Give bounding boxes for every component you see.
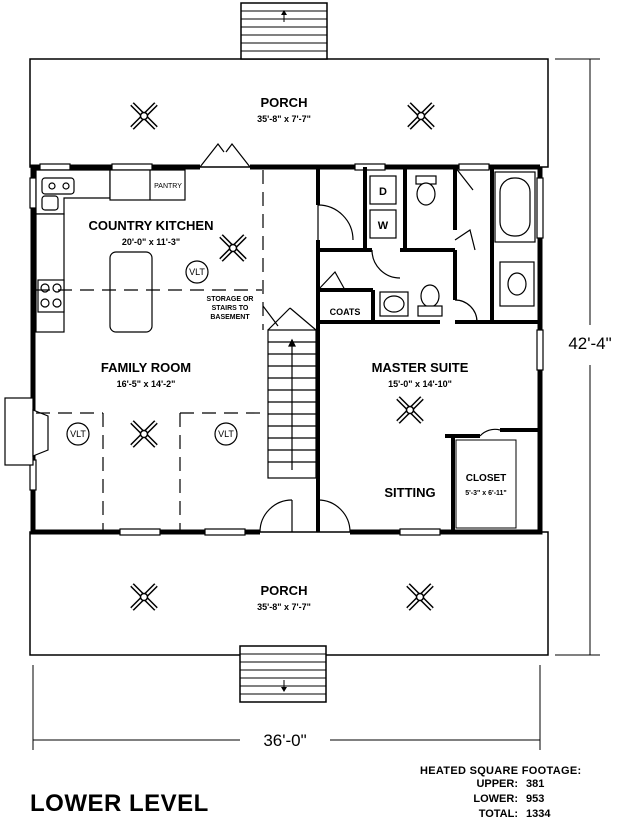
vlt-icon: VLT [214, 422, 238, 446]
footage-row: LOWER: 953 [462, 792, 620, 807]
fan-icon [398, 398, 422, 422]
interior-walls [316, 167, 540, 532]
vlt-label: VLT [189, 267, 205, 277]
fan-icon [409, 104, 433, 128]
pantry-label: PANTRY [154, 183, 182, 190]
width-dimension-label: 36'-0" [263, 731, 306, 750]
toilet-lower [417, 284, 443, 317]
sitting-name: SITTING [384, 485, 435, 500]
fan-icon [132, 422, 156, 446]
fan-icon [221, 236, 245, 260]
lavatory [379, 291, 409, 317]
level-title: LOWER LEVEL [30, 790, 209, 817]
stove [37, 279, 65, 313]
kitchen-french-door [199, 143, 251, 168]
porch-top-dims: 35'-8" x 7'-7" [257, 114, 311, 124]
dashed-lines [36, 170, 264, 530]
vlt-icon: VLT [185, 260, 209, 284]
storage-label: STAIRS TO [212, 305, 249, 312]
master-vanity [499, 261, 535, 307]
master-suite-name: MASTER SUITE [372, 360, 469, 375]
laundry [369, 175, 397, 239]
footage-label: TOTAL: [478, 808, 518, 820]
family-room-name: FAMILY ROOM [101, 360, 191, 375]
windows [29, 163, 544, 536]
closet-name: CLOSET [466, 473, 507, 484]
heated-square-footage: HEATED SQUARE FOOTAGE: UPPER: 381 LOWER:… [420, 765, 620, 822]
kitchen-sink [41, 177, 75, 211]
porch-bottom-dims: 35'-8" x 7'-7" [257, 602, 311, 612]
storage-label: STORAGE OR [207, 296, 254, 303]
footage-label: UPPER: [476, 778, 518, 790]
fan-icon [132, 104, 156, 128]
fan-icon [408, 585, 432, 609]
toilet-upper [415, 175, 437, 206]
porch-top-outline [29, 58, 549, 168]
dryer-label: D [379, 186, 387, 198]
fireplace [4, 397, 49, 466]
fan-icon [132, 585, 156, 609]
depth-dimension [555, 58, 600, 656]
washer-label: W [378, 220, 389, 232]
vlt-label: VLT [70, 429, 86, 439]
stairs [262, 305, 317, 479]
top-steps [240, 2, 328, 60]
kitchen-name: COUNTRY KITCHEN [89, 218, 214, 233]
bottom-steps [239, 645, 327, 703]
master-suite-dims: 15'-0" x 14'-10" [388, 379, 452, 389]
vlt-icon: VLT [66, 422, 90, 446]
closet-dims: 5'-3" x 6'-11" [465, 490, 507, 497]
depth-dimension-label: 42'-4" [568, 334, 611, 353]
bathtub [494, 171, 536, 243]
porch-top-name: PORCH [261, 95, 308, 110]
width-dimension [32, 665, 541, 750]
footage-title: HEATED SQUARE FOOTAGE: [420, 765, 582, 777]
kitchen-dims: 20'-0" x 11'-3" [122, 237, 180, 247]
family-room-dims: 16'-5" x 14'-2" [117, 379, 176, 389]
footage-label: LOWER: [473, 793, 518, 805]
doors [259, 166, 501, 533]
footage-value: 381 [526, 778, 545, 790]
footage-value: 1334 [526, 808, 551, 820]
coats-label: COATS [330, 307, 361, 317]
porch-bottom-name: PORCH [261, 583, 308, 598]
vlt-label: VLT [218, 429, 234, 439]
closet-outline [455, 439, 517, 529]
footage-value: 953 [526, 793, 545, 805]
storage-label: BASEMENT [210, 314, 250, 321]
footage-row: TOTAL: 1334 [462, 807, 620, 822]
footage-row: UPPER: 381 [462, 777, 620, 792]
